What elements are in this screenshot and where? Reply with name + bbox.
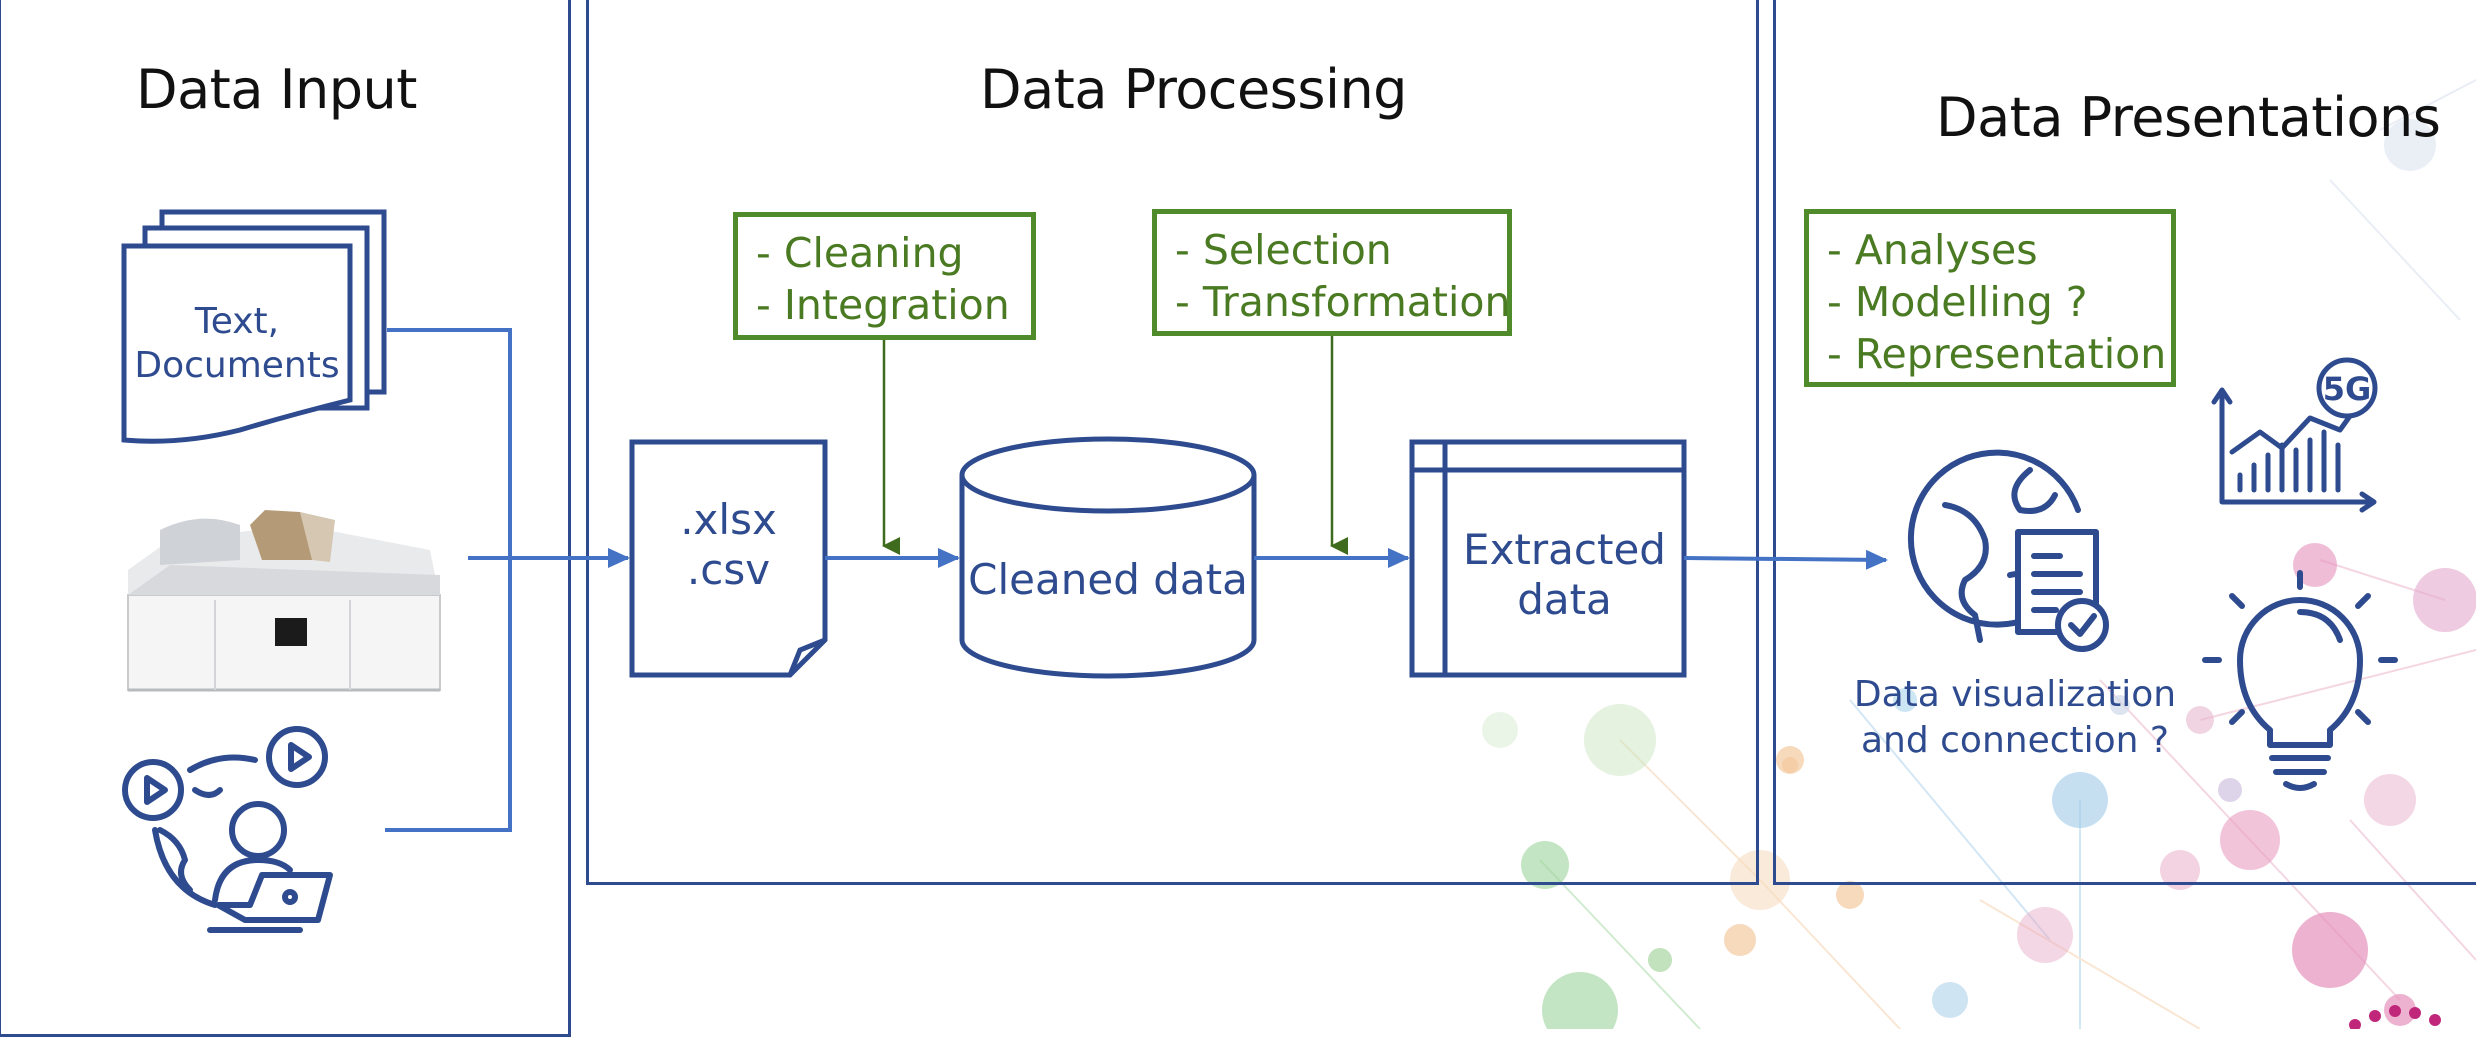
data-processing-panel (586, 0, 1759, 885)
documents-label-line2: Documents (134, 345, 340, 386)
documents-label: Text, Documents (124, 300, 350, 388)
file-label-csv: .csv (686, 545, 771, 594)
note-item-representation: - Representation (1827, 330, 2167, 378)
note-item-modelling: - Modelling ? (1827, 278, 2088, 326)
5g-bar-chart-icon: 5G (2211, 357, 2378, 513)
extracted-data-table-shape (1409, 439, 1687, 678)
extracted-label-line2: data (1517, 575, 1612, 624)
data-input-title: Data Input (136, 58, 417, 121)
documents-label-line1: Text, (194, 301, 280, 342)
person-laptop-globe-media-icon (122, 726, 333, 933)
note-item-integration: - Integration (756, 281, 1010, 329)
extracted-to-presentation-arrow (1683, 549, 1888, 570)
note-item-transformation: - Transformation (1175, 278, 1511, 326)
note-item-analyses: - Analyses (1827, 226, 2038, 274)
cleaning-integration-note: - Cleaning - Integration (733, 212, 1036, 340)
data-presentation-panel (1773, 0, 2476, 885)
cleaned-data-label: Cleaned data (968, 555, 1248, 604)
data-visualization-caption: Data visualization and connection ? (1850, 672, 2180, 764)
extracted-data-label: Extracted data (1445, 525, 1684, 625)
caption-line1: Data visualization (1853, 674, 2177, 715)
extracted-label-line1: Extracted (1463, 525, 1666, 574)
globe-document-check-icon (1907, 449, 2109, 652)
lab-analyzer-instrument-icon (127, 510, 441, 692)
svg-text:5G: 5G (2323, 370, 2372, 408)
input-connectors (385, 328, 630, 832)
data-processing-title: Data Processing (980, 58, 1407, 121)
data-presentations-title: Data Presentations (1936, 86, 2441, 149)
note-item-selection: - Selection (1175, 226, 1392, 274)
cleaned-data-cylinder-shape (959, 436, 1257, 679)
file-node-shape (629, 439, 828, 678)
note-item-cleaning: - Cleaning (756, 229, 964, 277)
selection-transformation-note: - Selection - Transformation (1152, 209, 1512, 336)
analyses-note: - Analyses - Modelling ? - Representatio… (1804, 209, 2176, 387)
file-node-label: .xlsx .csv (632, 495, 825, 595)
caption-line2: and connection ? (1860, 720, 2170, 761)
file-label-xlsx: .xlsx (680, 495, 777, 544)
lightbulb-icon (2202, 570, 2398, 791)
documents-stack-icon (121, 209, 387, 444)
